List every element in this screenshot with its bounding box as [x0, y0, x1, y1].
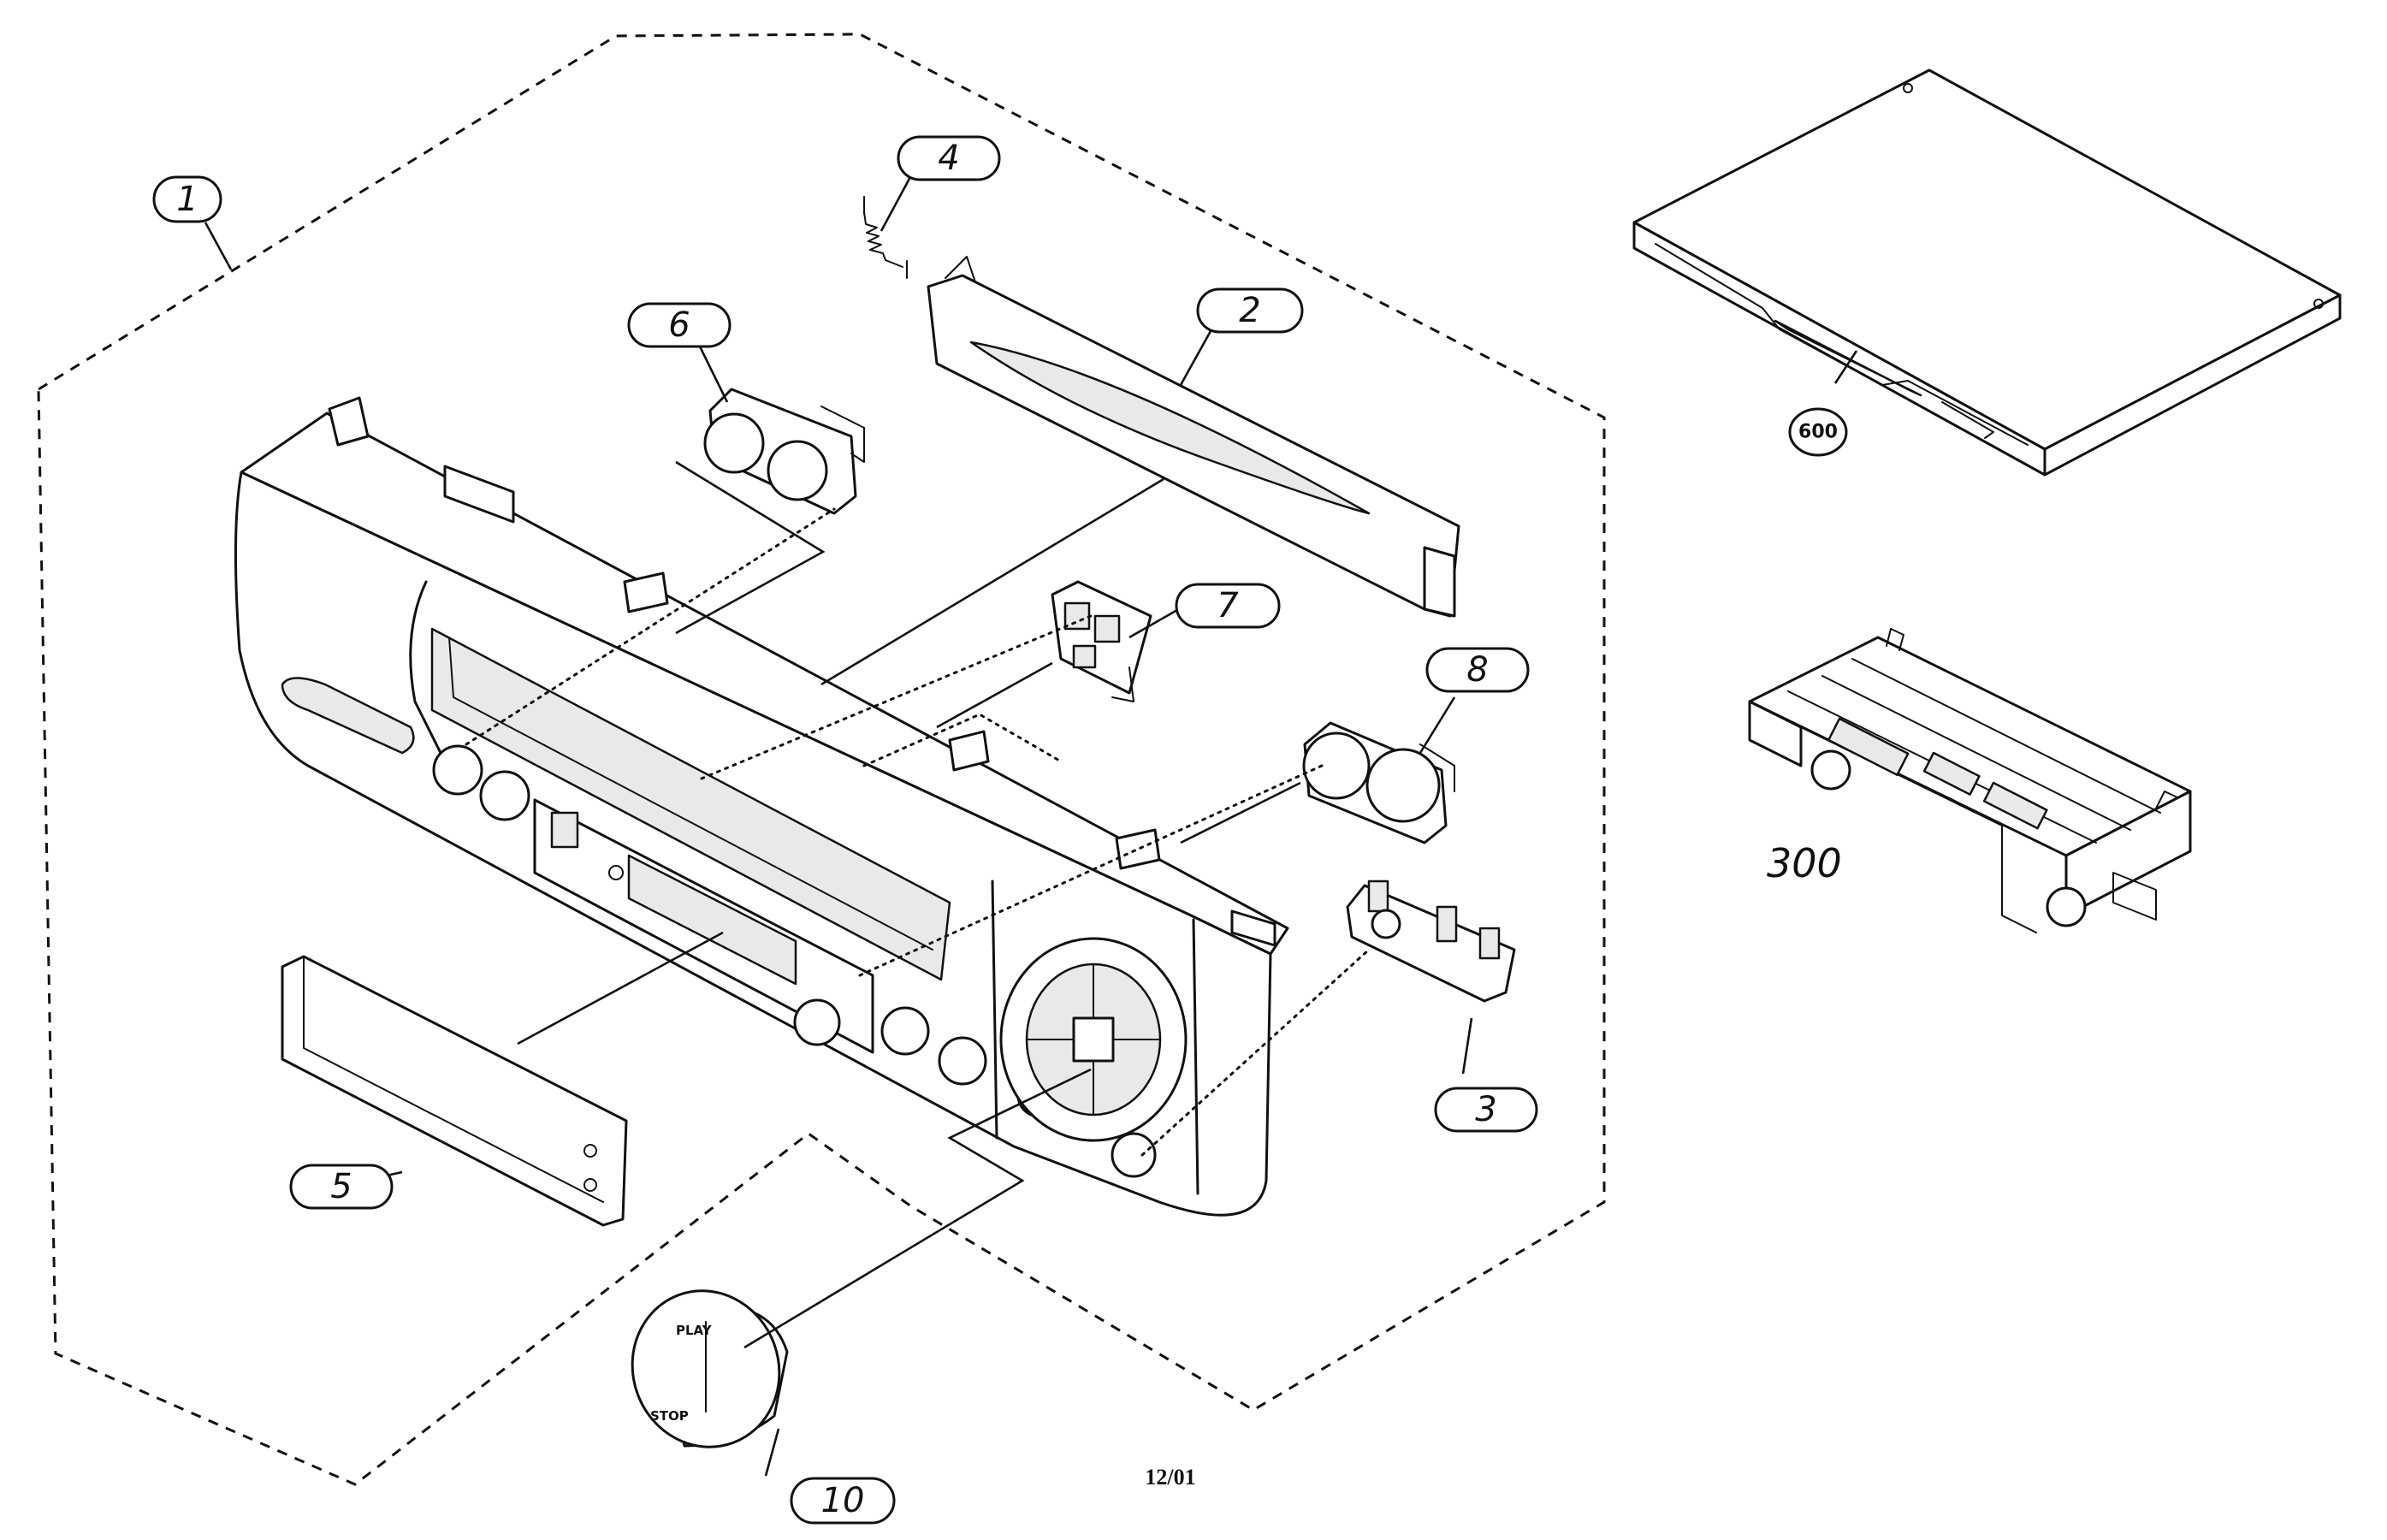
- svg-text:600: 600: [1798, 422, 1838, 443]
- revision-date: 12/01: [1145, 1465, 1195, 1490]
- callout-600: 600: [1788, 407, 1848, 457]
- front-panel-1: [234, 396, 1289, 1217]
- svg-text:6: 6: [668, 305, 690, 345]
- callout-7: 7: [1175, 583, 1281, 629]
- jack-assembly-3: [1346, 880, 1516, 1003]
- callout-8: 8: [1425, 647, 1530, 693]
- callout-5: 5: [289, 1164, 394, 1210]
- callout-1: 1: [152, 175, 222, 223]
- svg-text:2: 2: [1239, 291, 1260, 330]
- callout-3: 3: [1434, 1087, 1538, 1133]
- svg-text:8: 8: [1466, 650, 1488, 690]
- top-cover-600: [1632, 68, 2342, 477]
- button-assembly-8: [1302, 721, 1455, 844]
- alignment-lines: [465, 507, 1371, 1157]
- mechanism-label-300: 300: [1767, 840, 1842, 886]
- display-plate-5: [281, 955, 628, 1227]
- callout-2: 2: [1196, 287, 1304, 334]
- knob-play-label: PLAY: [676, 1323, 713, 1338]
- window-bar-2: [927, 256, 1460, 618]
- switch-board-7: [1051, 580, 1152, 702]
- spring-4: [863, 196, 908, 279]
- svg-text:5: 5: [330, 1167, 352, 1206]
- button-assembly-6: [703, 388, 865, 515]
- callout-6: 6: [627, 302, 732, 348]
- svg-text:3: 3: [1475, 1090, 1496, 1129]
- callout-10: 10: [790, 1477, 896, 1525]
- svg-text:4: 4: [938, 139, 959, 178]
- leader-lines: [204, 175, 1858, 1477]
- callout-4: 4: [897, 135, 1001, 181]
- jog-knob-10: PLAY STOP: [631, 1289, 789, 1448]
- svg-text:1: 1: [176, 180, 198, 219]
- deck-mechanism-300: [1748, 628, 2192, 933]
- svg-text:7: 7: [1217, 586, 1239, 625]
- knob-stop-label: STOP: [650, 1408, 689, 1424]
- svg-text:10: 10: [821, 1481, 865, 1520]
